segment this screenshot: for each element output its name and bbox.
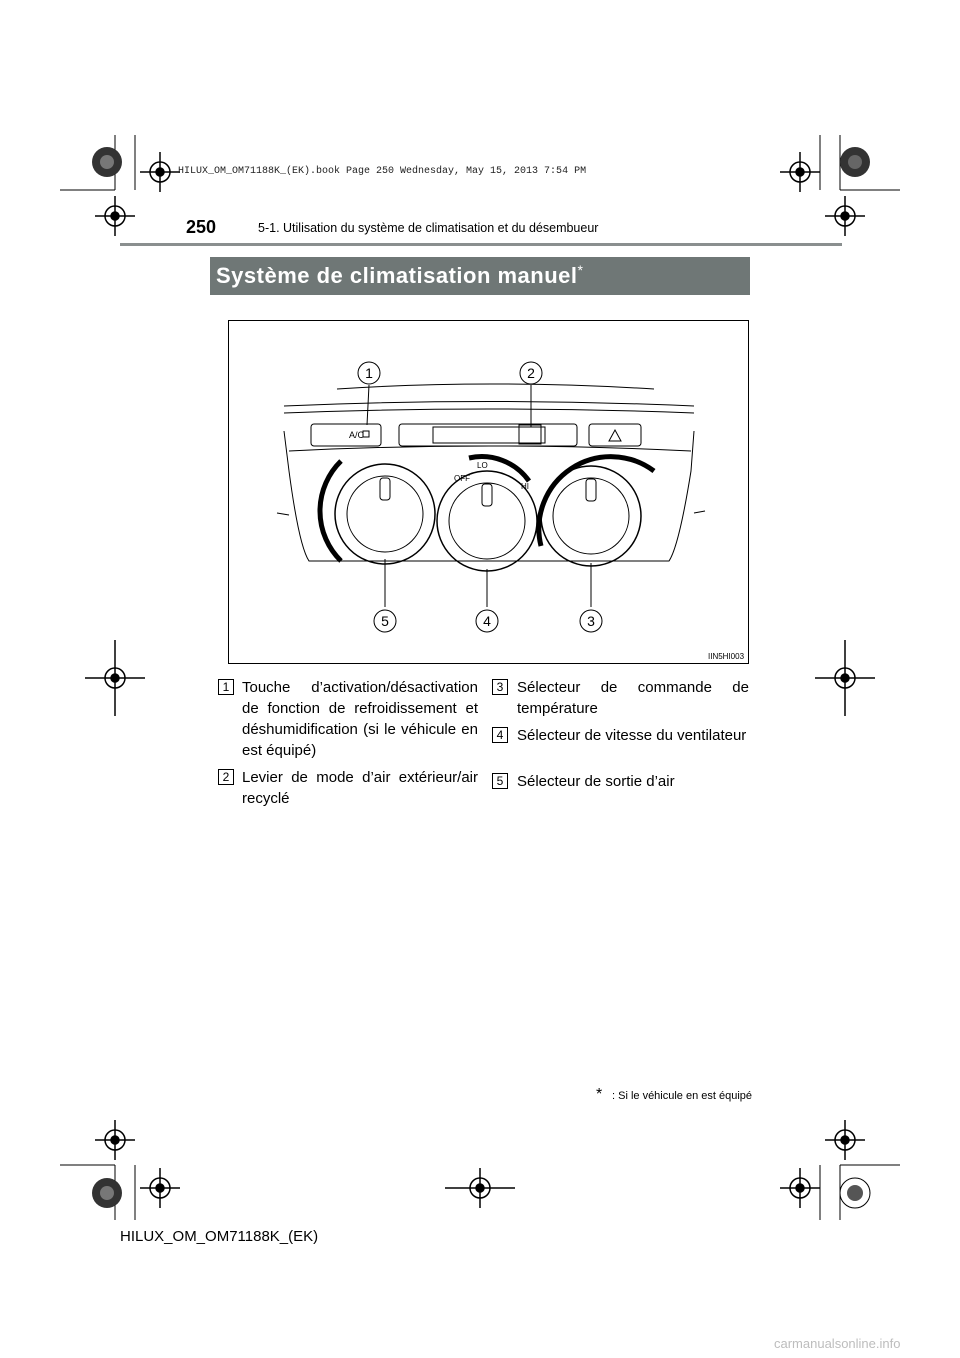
fan-speed-dial: [436, 454, 538, 572]
item-text: Sélecteur de sortie d’air: [517, 773, 675, 790]
temperature-dial: [536, 454, 656, 567]
fan-hi-label: HI: [521, 482, 529, 491]
item-number: 5: [492, 773, 508, 789]
item-text: Touche d’activation/désactivation de fon…: [242, 679, 478, 759]
item-number: 2: [218, 769, 234, 785]
print-info: HILUX_OM_OM71188K_(EK).book Page 250 Wed…: [178, 166, 587, 177]
crop-marks: [60, 135, 900, 1220]
header-rule: [120, 243, 842, 246]
item-number: 1: [218, 679, 234, 695]
page-number: 250: [186, 217, 217, 237]
callout-3: 3: [587, 613, 595, 629]
page-title: Système de climatisation manuel*: [216, 262, 583, 289]
figure-code: IIN5HI003: [708, 652, 745, 661]
item-number: 3: [492, 679, 508, 695]
title-bar: [210, 257, 750, 295]
footnote-mark: *: [596, 1086, 603, 1103]
ac-label: A/C: [349, 430, 365, 440]
item-text: Levier de mode d’air extérieur/air recyc…: [242, 769, 478, 807]
watermark: carmanualsonline.info: [774, 1336, 901, 1351]
fan-off-label: OFF: [454, 474, 470, 483]
item-number: 4: [492, 727, 508, 743]
control-panel-illustration: A/C OFF LO HI: [276, 361, 706, 633]
page-title-mark: *: [577, 262, 584, 278]
item-text: Sélecteur de commande de température: [517, 679, 749, 717]
item-text: Sélecteur de vitesse du ventilateur: [517, 727, 747, 744]
callout-4: 4: [483, 613, 491, 629]
callout-2: 2: [527, 365, 535, 381]
footnote: : Si le véhicule en est équipé: [612, 1090, 753, 1102]
footer-document-id: HILUX_OM_OM71188K_(EK): [120, 1228, 319, 1245]
fan-lo-label: LO: [477, 461, 488, 470]
color-bar-disc-icons: [92, 147, 871, 1209]
air-outlet-dial: [317, 459, 436, 565]
callout-1: 1: [365, 365, 373, 381]
callout-5: 5: [381, 613, 389, 629]
page-title-text: Système de climatisation manuel: [216, 263, 578, 288]
registration-target-icons: [85, 152, 875, 1208]
section-header: 5-1. Utilisation du système de climatisa…: [258, 221, 599, 235]
control-panel-figure: A/C OFF LO HI: [228, 320, 749, 664]
